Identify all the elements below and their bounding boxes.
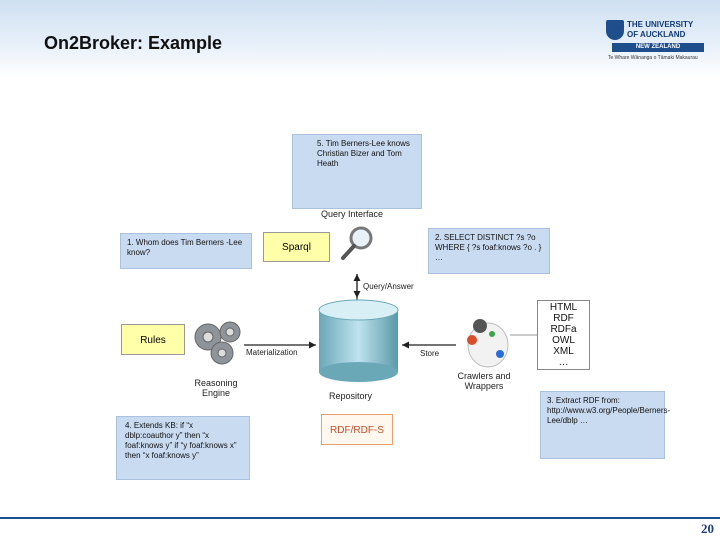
formats-box: HTML RDF RDFa OWL XML … bbox=[537, 300, 590, 370]
magnifier-icon bbox=[341, 226, 373, 260]
repository-label: Repository bbox=[329, 391, 373, 401]
university-logo: THE UNIVERSITY OF AUCKLAND NEW ZEALAND T… bbox=[606, 18, 710, 66]
rules-box: Rules bbox=[121, 324, 185, 355]
format-item: XML bbox=[553, 346, 574, 357]
note-step-1: 1. Whom does Tim Berners -Lee know? bbox=[120, 233, 252, 269]
crawlers-label: Crawlers and Wrappers bbox=[457, 371, 511, 391]
page-number: 20 bbox=[701, 521, 714, 536]
materialization-label: Materialization bbox=[246, 348, 298, 357]
query-interface-label: Query Interface bbox=[321, 209, 384, 219]
note-step-5: 5. Tim Berners-Lee knows Christian Bizer… bbox=[292, 134, 422, 209]
note-step-2: 2. SELECT DISTINCT ?s ?o WHERE { ?s foaf… bbox=[428, 228, 550, 274]
reasoning-engine-label: Reasoning Engine bbox=[194, 378, 238, 398]
format-item: HTML bbox=[549, 302, 578, 313]
format-item: … bbox=[558, 357, 569, 368]
query-answer-label: Query/Answer bbox=[363, 282, 414, 291]
footer-line bbox=[0, 517, 720, 519]
slide-header: On2Broker: Example THE UNIVERSITY OF AUC… bbox=[0, 0, 720, 78]
slide-title: On2Broker: Example bbox=[44, 33, 223, 53]
store-label: Store bbox=[420, 349, 440, 358]
logo-line3: NEW ZEALAND bbox=[612, 43, 704, 52]
format-item: OWL bbox=[552, 335, 575, 346]
gears-icon bbox=[194, 321, 241, 365]
rdf-rdfs-box: RDF/RDF-S bbox=[321, 414, 393, 445]
spider-icon bbox=[467, 319, 509, 368]
note-step-4: 4. Extends KB: if “x dblp:coauthor y” th… bbox=[116, 416, 250, 480]
format-item: RDF bbox=[553, 313, 574, 324]
sparql-box: Sparql bbox=[263, 232, 330, 262]
logo-line1: THE UNIVERSITY bbox=[627, 20, 694, 29]
format-item: RDFa bbox=[550, 324, 577, 335]
logo-line2: OF AUCKLAND bbox=[627, 30, 686, 39]
repository-cylinder-icon bbox=[318, 299, 399, 382]
logo-motto: Te Whare Wānanga o Tāmaki Makaurau bbox=[608, 55, 698, 61]
crest-icon bbox=[606, 20, 624, 40]
note-step-3: 3. Extract RDF from: http://www.w3.org/P… bbox=[540, 391, 670, 459]
